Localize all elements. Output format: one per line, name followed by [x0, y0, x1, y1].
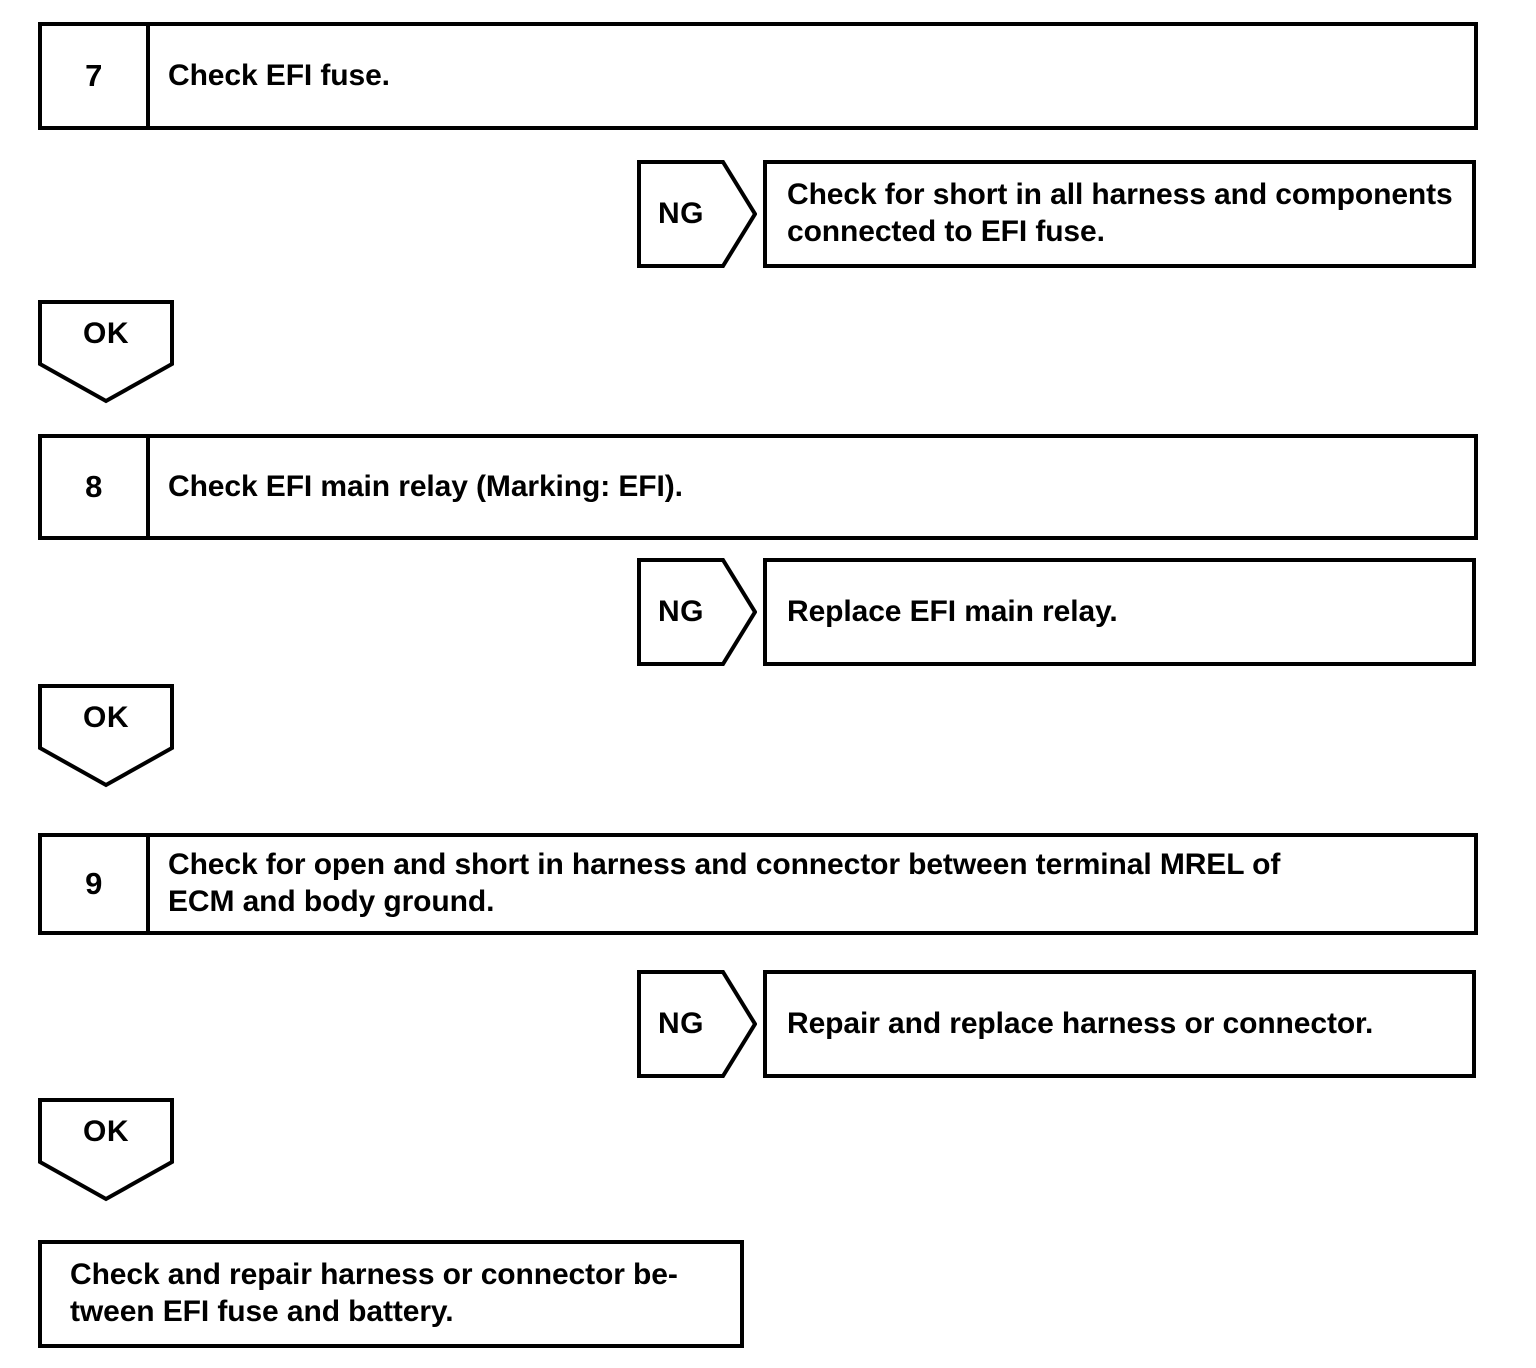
ng-pentagon-icon [637, 160, 757, 268]
ng-action-box-8: Replace EFI main relay. [763, 558, 1476, 666]
ng-marker-7: NG [637, 160, 757, 268]
ng-action-box-7: Check for short in all harness and compo… [763, 160, 1476, 268]
step-description-text: Check EFI main relay (Marking: EFI). [168, 469, 683, 503]
step-box-8: 8 Check EFI main relay (Marking: EFI). [38, 434, 1478, 540]
ok-pentagon-icon [38, 300, 174, 404]
final-result-box: Check and repair harness or connector be… [38, 1240, 744, 1348]
ok-marker-9: OK [38, 1098, 174, 1202]
ng-action-box-9: Repair and replace harness or connector. [763, 970, 1476, 1078]
ng-pentagon-icon [637, 558, 757, 666]
step-description: Check EFI fuse. [150, 26, 1474, 126]
ok-pentagon-icon [38, 684, 174, 788]
ng-pentagon-icon [637, 970, 757, 1078]
ng-action-text: Repair and replace harness or connector. [787, 1006, 1374, 1040]
ok-label: OK [83, 1115, 129, 1148]
ok-pentagon-icon [38, 1098, 174, 1202]
ng-label: NG [658, 1007, 704, 1040]
step-description: Check for open and short in harness and … [150, 837, 1474, 931]
ng-action-text: Replace EFI main relay. [787, 594, 1118, 628]
ok-marker-7: OK [38, 300, 174, 404]
final-result-text: Check and repair harness or connector be… [70, 1258, 678, 1328]
ng-label: NG [658, 595, 704, 628]
ng-marker-9: NG [637, 970, 757, 1078]
ok-label: OK [83, 317, 129, 350]
step-description-text: Check EFI fuse. [168, 58, 390, 92]
ng-action-text: Check for short in all harness and compo… [787, 178, 1453, 248]
step-number: 7 [42, 26, 150, 126]
ng-label: NG [658, 197, 704, 230]
step-box-7: 7 Check EFI fuse. [38, 22, 1478, 130]
step-description: Check EFI main relay (Marking: EFI). [150, 438, 1474, 536]
step-box-9: 9 Check for open and short in harness an… [38, 833, 1478, 935]
ng-marker-8: NG [637, 558, 757, 666]
step-number: 9 [42, 837, 150, 931]
ok-label: OK [83, 701, 129, 734]
step-number: 8 [42, 438, 150, 536]
step-description-text: Check for open and short in harness and … [168, 848, 1281, 918]
ok-marker-8: OK [38, 684, 174, 788]
